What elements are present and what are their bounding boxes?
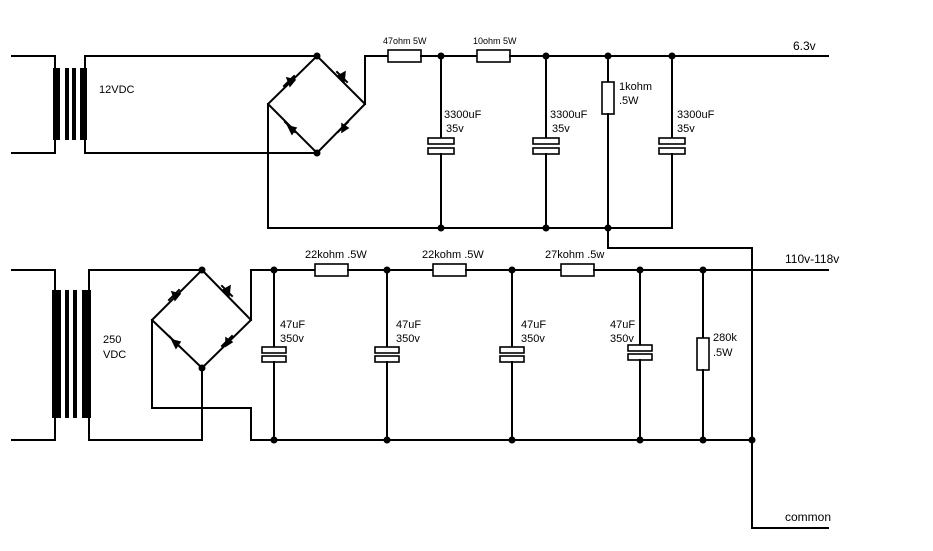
upper-ground-bus <box>267 224 829 529</box>
lower-cap4-voltage: 350v <box>610 333 634 345</box>
lower-capacitor-3 <box>499 269 525 441</box>
resistor-22k-2 <box>432 263 467 277</box>
resistor-10ohm-label: 10ohm 5W <box>473 36 517 46</box>
output-6v3-label: 6.3v <box>793 39 816 53</box>
lower-bleeder-value: 280k <box>713 332 737 344</box>
lower-bleeder-rating: .5W <box>713 347 733 359</box>
upper-transformer-label: 12VDC <box>99 84 135 96</box>
resistor-22k-1-label: 22kohm .5W <box>305 249 367 261</box>
upper-bleeder-resistor <box>601 55 615 229</box>
lower-cap3-value: 47uF <box>521 319 546 331</box>
lower-positive-rail <box>250 263 829 277</box>
lower-cap1-voltage: 350v <box>280 333 304 345</box>
resistor-22k-2-label: 22kohm .5W <box>422 249 484 261</box>
resistor-10ohm <box>476 49 511 63</box>
lower-cap2-value: 47uF <box>396 319 421 331</box>
resistor-22k-1 <box>314 263 349 277</box>
resistor-27k-label: 27kohm .5w <box>545 249 604 261</box>
upper-bridge-rectifier <box>266 52 367 229</box>
upper-transformer <box>11 55 318 154</box>
upper-capacitor-1 <box>427 55 455 229</box>
lower-bleeder-resistor <box>696 269 710 441</box>
upper-bleeder-rating: .5W <box>619 95 639 107</box>
lower-capacitor-4 <box>627 269 653 441</box>
upper-positive-rail <box>364 49 829 63</box>
upper-cap1-voltage: 35v <box>446 123 464 135</box>
lower-transformer <box>11 269 203 441</box>
common-label: common <box>785 510 831 524</box>
resistor-27k <box>560 263 595 277</box>
lower-transformer-label-1: 250 <box>103 334 121 346</box>
upper-bleeder-value: 1kohm <box>619 81 652 93</box>
upper-capacitor-3 <box>658 55 686 229</box>
lower-ground-bus <box>250 436 756 444</box>
upper-cap3-value: 3300uF <box>677 109 715 121</box>
upper-cap3-voltage: 35v <box>677 123 695 135</box>
upper-cap2-voltage: 35v <box>552 123 570 135</box>
lower-bridge-rectifier <box>150 266 253 441</box>
upper-cap2-value: 3300uF <box>550 109 588 121</box>
resistor-47ohm-label: 47ohm 5W <box>383 36 427 46</box>
resistor-47ohm <box>387 49 422 63</box>
upper-capacitor-2 <box>532 55 560 229</box>
lower-capacitor-2 <box>374 269 400 441</box>
lower-cap3-voltage: 350v <box>521 333 545 345</box>
lower-capacitor-1 <box>261 269 287 441</box>
lower-cap1-value: 47uF <box>280 319 305 331</box>
lower-transformer-label-2: VDC <box>103 349 126 361</box>
lower-cap4-value: 47uF <box>610 319 635 331</box>
lower-cap2-voltage: 350v <box>396 333 420 345</box>
output-110v-label: 110v-118v <box>785 252 839 266</box>
upper-cap1-value: 3300uF <box>444 109 482 121</box>
